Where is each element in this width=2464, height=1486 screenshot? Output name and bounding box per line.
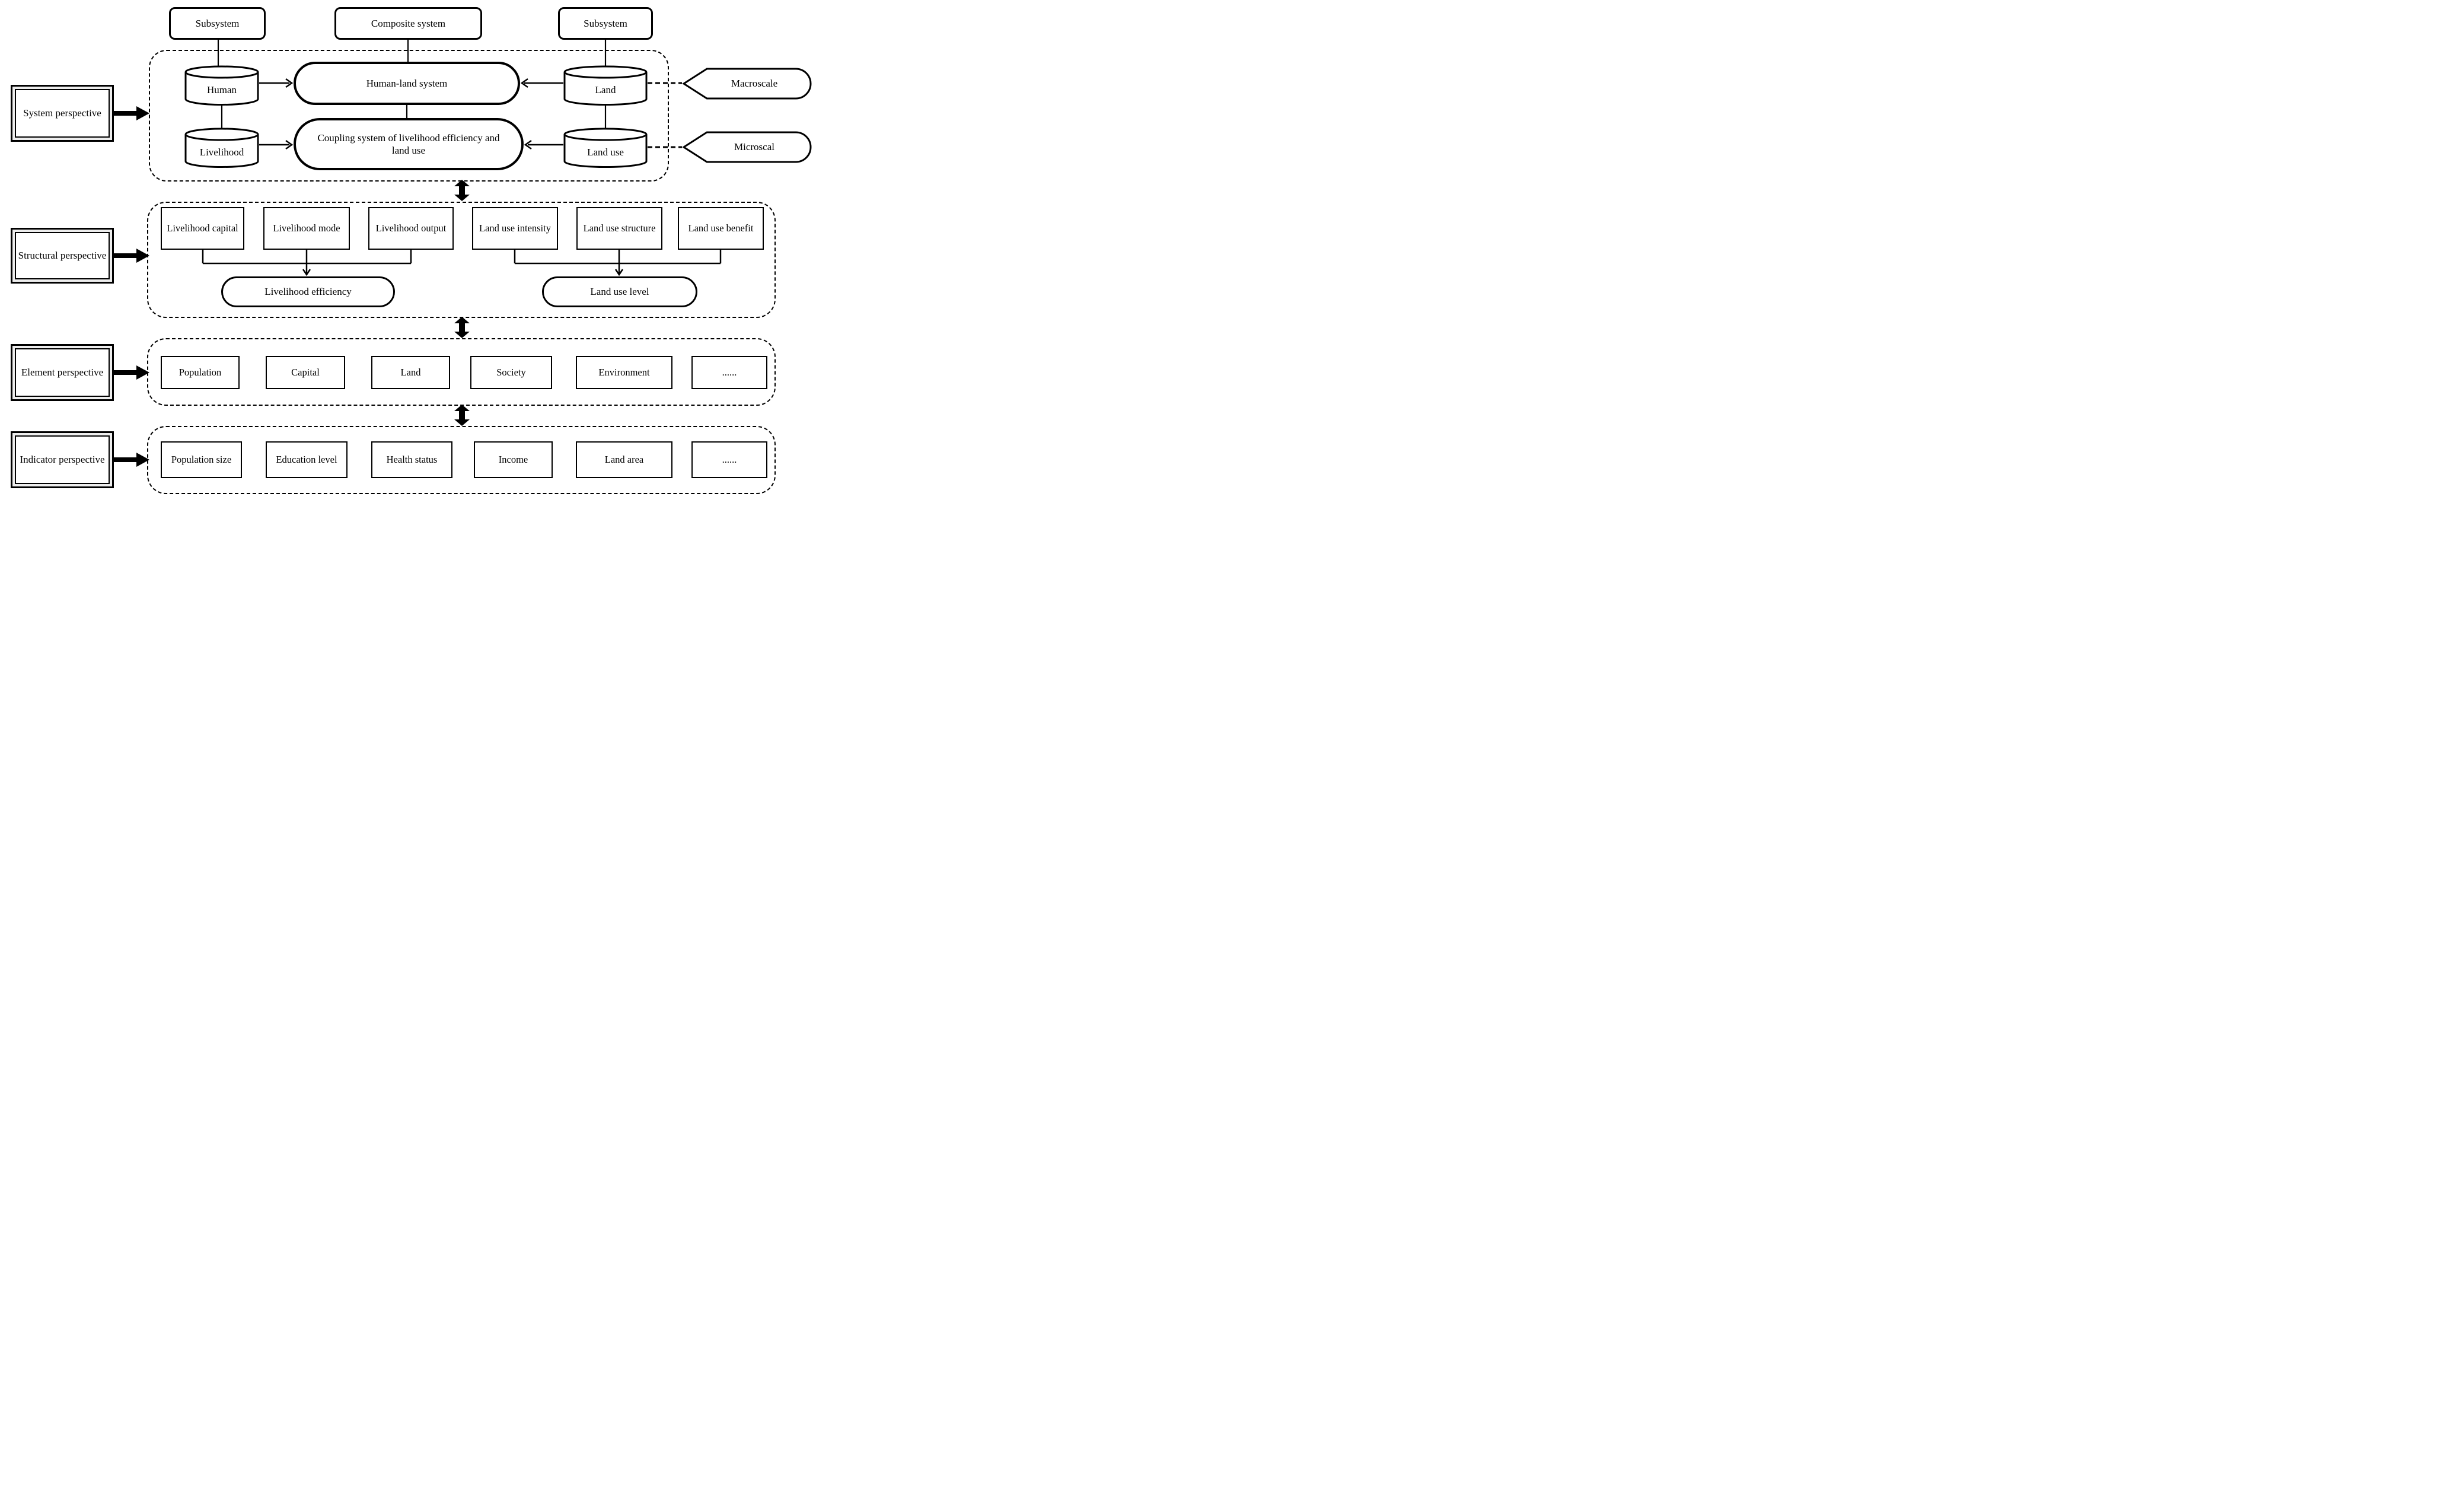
tag-microscale: Microscal xyxy=(682,130,814,164)
node-livelihood-mode: Livelihood mode xyxy=(263,207,350,250)
node-land-use-structure: Land use structure xyxy=(576,207,662,250)
node-element-more: ...... xyxy=(691,356,767,389)
node-label: Subsystem xyxy=(584,17,627,29)
node-subsystem-right: Subsystem xyxy=(558,7,653,40)
node-label: Environment xyxy=(598,366,650,378)
tag-label: Microscal xyxy=(734,141,774,152)
node-health-status: Health status xyxy=(371,441,452,478)
node-label: Livelihood capital xyxy=(167,222,238,234)
node-human-land-system: Human-land system xyxy=(294,62,520,105)
node-education-level: Education level xyxy=(266,441,348,478)
node-land-area: Land area xyxy=(576,441,672,478)
cylinder-label: Land xyxy=(595,84,616,96)
node-label: Land xyxy=(400,366,421,378)
label-box-system-perspective: System perspective xyxy=(11,85,114,142)
bold-right-arrow-icon xyxy=(113,364,149,384)
node-label: Capital xyxy=(291,366,320,378)
node-label: ...... xyxy=(722,453,737,465)
bold-right-arrow-icon xyxy=(113,104,149,125)
cylinder-label: Human xyxy=(206,84,237,96)
cylinder-livelihood: Livelihood xyxy=(184,128,259,168)
node-subsystem-left: Subsystem xyxy=(169,7,266,40)
tag-label: Macroscale xyxy=(731,78,778,89)
node-label: Livelihood efficiency xyxy=(264,286,352,298)
cylinder-land: Land xyxy=(563,65,648,106)
node-label: Land use intensity xyxy=(479,222,551,234)
node-livelihood-output: Livelihood output xyxy=(368,207,454,250)
node-indicator-more: ...... xyxy=(691,441,767,478)
node-livelihood-capital: Livelihood capital xyxy=(161,207,244,250)
node-label: Society xyxy=(496,366,526,378)
node-label: Income xyxy=(498,453,528,465)
node-label: Land use level xyxy=(590,286,649,298)
node-land-use-level: Land use level xyxy=(542,276,697,307)
node-label: Education level xyxy=(276,453,337,465)
node-label: Human-land system xyxy=(366,77,448,89)
tag-macroscale: Macroscale xyxy=(682,66,814,101)
node-label: Composite system xyxy=(371,17,446,29)
bold-right-arrow-icon xyxy=(113,247,149,268)
node-population-size: Population size xyxy=(161,441,242,478)
node-label: Subsystem xyxy=(195,17,240,29)
node-population: Population xyxy=(161,356,240,389)
node-label: ...... xyxy=(722,366,737,378)
node-coupling-system: Coupling system of livelihood efficiency… xyxy=(294,118,524,170)
node-label: Livelihood output xyxy=(375,222,447,234)
node-livelihood-efficiency: Livelihood efficiency xyxy=(221,276,395,307)
node-label: Health status xyxy=(386,453,438,465)
label-text: Structural perspective xyxy=(18,249,107,261)
node-land-use-benefit: Land use benefit xyxy=(678,207,764,250)
double-arrow-icon xyxy=(454,317,470,341)
double-arrow-icon xyxy=(454,405,470,429)
node-land-use-intensity: Land use intensity xyxy=(472,207,558,250)
label-text: Indicator perspective xyxy=(20,453,105,465)
node-society: Society xyxy=(470,356,552,389)
diagram-canvas: Subsystem Composite system Subsystem Sys… xyxy=(0,0,821,495)
node-label: Population size xyxy=(171,453,232,465)
double-arrow-icon xyxy=(454,180,470,204)
cylinder-label: Livelihood xyxy=(199,147,244,158)
bold-right-arrow-icon xyxy=(113,451,149,472)
label-box-element-perspective: Element perspective xyxy=(11,344,114,401)
label-box-indicator-perspective: Indicator perspective xyxy=(11,431,114,488)
node-environment: Environment xyxy=(576,356,672,389)
cylinder-human: Human xyxy=(184,65,259,106)
label-text: System perspective xyxy=(23,107,101,119)
system-band-container xyxy=(149,50,669,182)
node-label: Population xyxy=(178,366,222,378)
node-label: Coupling system of livelihood efficiency… xyxy=(317,132,500,156)
cylinder-land-use: Land use xyxy=(563,128,648,168)
label-box-structural-perspective: Structural perspective xyxy=(11,228,114,284)
element-band-container xyxy=(147,338,776,406)
node-income: Income xyxy=(474,441,553,478)
node-label: Livelihood mode xyxy=(273,222,340,234)
node-capital: Capital xyxy=(266,356,345,389)
label-text: Element perspective xyxy=(21,366,104,378)
node-land: Land xyxy=(371,356,450,389)
node-label: Land use structure xyxy=(583,222,656,234)
node-composite-system: Composite system xyxy=(334,7,482,40)
cylinder-label: Land use xyxy=(587,147,624,158)
node-label: Land use benefit xyxy=(688,222,754,234)
node-label: Land area xyxy=(604,453,644,465)
